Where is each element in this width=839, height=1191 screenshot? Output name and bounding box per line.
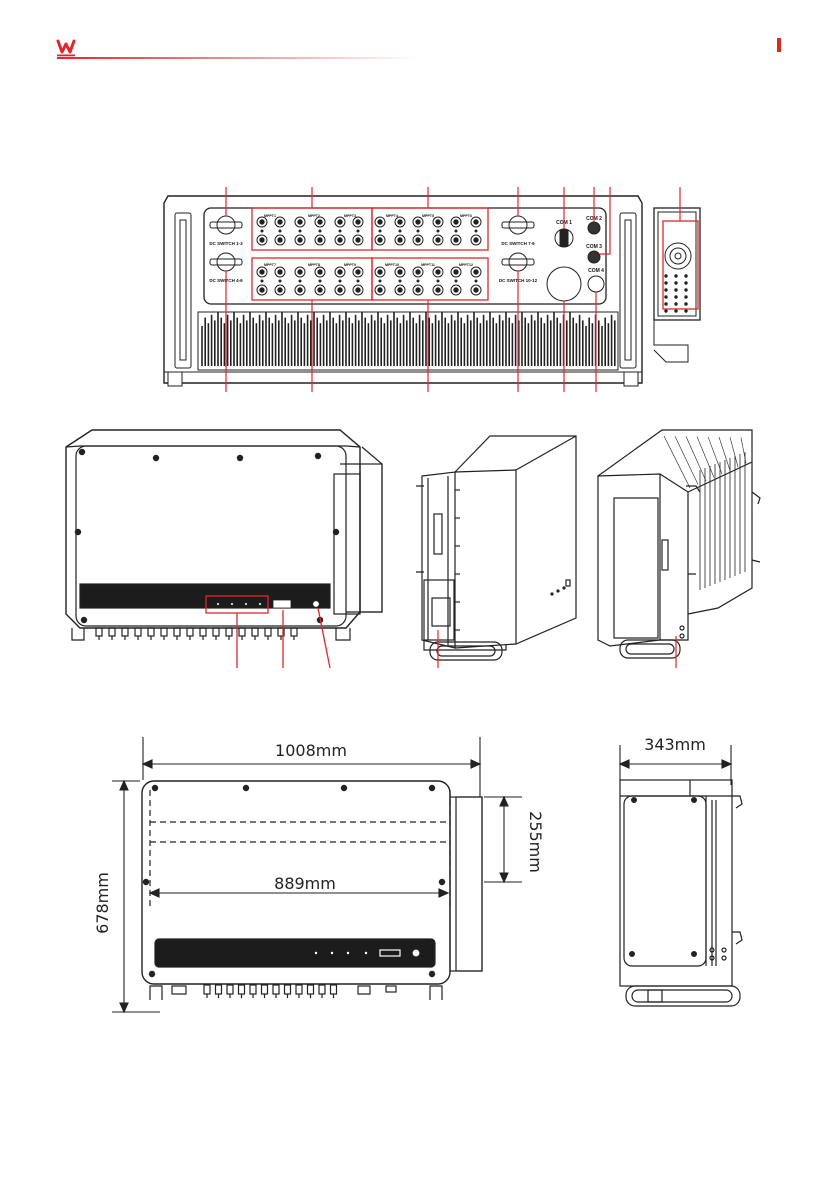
com3-label: COM 3 xyxy=(586,244,602,250)
dc-switch-label-1: DC SWITCH 1-3 xyxy=(209,241,243,246)
mppt-label: MPPT11 xyxy=(421,263,435,267)
com4-label: COM 4 xyxy=(588,268,604,274)
front-3d-view xyxy=(66,430,382,640)
mppt-label: MPPT2 xyxy=(308,214,320,218)
mppt-label: MPPT12 xyxy=(459,263,473,267)
mppt-label: MPPT6 xyxy=(460,214,472,218)
mppt-label: MPPT5 xyxy=(422,214,434,218)
side-dimension-view xyxy=(620,780,742,1006)
side-3d-view-left xyxy=(416,436,576,660)
com-port-icon xyxy=(547,222,604,301)
mount-spacing-label: 889mm xyxy=(274,874,336,893)
mppt-label: MPPT1 xyxy=(264,214,276,218)
depth-dimension-label: 343mm xyxy=(644,735,706,754)
bottom-view-diagram xyxy=(164,196,700,386)
width-dimension-label: 1008mm xyxy=(275,741,347,760)
dimension-lines xyxy=(112,737,731,1012)
mppt-label: MPPT9 xyxy=(344,263,356,267)
height-dimension-label: 678mm xyxy=(93,872,112,934)
mppt-label: MPPT4 xyxy=(386,214,398,218)
dc-switch-label-3: DC SWITCH 7-9 xyxy=(501,241,535,246)
mppt-label: MPPT7 xyxy=(264,263,276,267)
mppt-label: MPPT8 xyxy=(308,263,320,267)
mppt-label: MPPT3 xyxy=(344,214,356,218)
mppt-label: MPPT10 xyxy=(385,263,399,267)
mount-height-label: 255mm xyxy=(526,811,545,873)
side-3d-view-right xyxy=(598,430,760,658)
